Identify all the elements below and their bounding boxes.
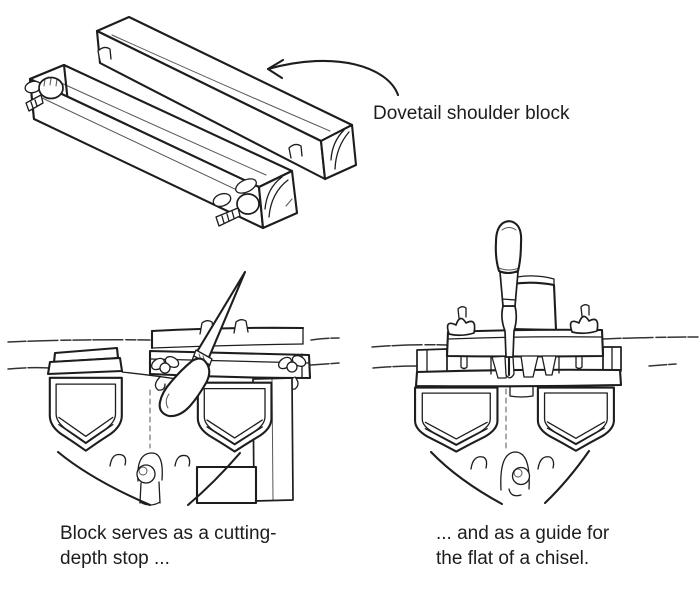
caption-left: Block serves as a cutting- depth stop ..… — [60, 521, 276, 571]
bench-vise — [413, 368, 623, 506]
wing-nut-left — [446, 306, 476, 337]
bench-board-lines — [371, 336, 699, 369]
wing-nut-right — [212, 178, 260, 227]
caption-right-line1: ... and as a guide for — [436, 523, 610, 544]
wing-nut-right — [569, 304, 599, 335]
caption-left-line1: Block serves as a cutting- — [60, 523, 277, 544]
front-block — [28, 63, 299, 230]
caption-left-line2: depth stop ... — [60, 548, 170, 569]
shoulder-block-rear-bar — [150, 319, 305, 350]
dovetail-pins — [490, 355, 560, 379]
chisel — [494, 220, 523, 379]
wing-nut-left — [150, 355, 180, 391]
bench-board-lines — [7, 337, 340, 370]
block-as-chisel-guide-drawing — [371, 220, 699, 506]
pointer-arrow — [266, 58, 400, 97]
caption-right: ... and as a guide for the flat of a chi… — [436, 521, 609, 571]
shoulder-block-front-bar — [445, 328, 605, 358]
wing-nut-left — [24, 76, 64, 112]
workpiece-board — [510, 275, 558, 332]
clamp-bolt-stubs — [460, 355, 583, 370]
alignment-dowel-pegs — [97, 46, 303, 159]
dovetail-shoulder-block-drawing — [24, 15, 400, 230]
bench-vise — [46, 346, 273, 507]
caption-right-line2: the flat of a chisel. — [436, 548, 590, 569]
rear-block — [95, 15, 358, 181]
shoulder-block-side-pieces — [416, 346, 622, 374]
marking-knife — [158, 270, 247, 418]
block-label: Dovetail shoulder block — [373, 103, 570, 124]
block-as-cutting-depth-stop-drawing — [7, 270, 340, 507]
